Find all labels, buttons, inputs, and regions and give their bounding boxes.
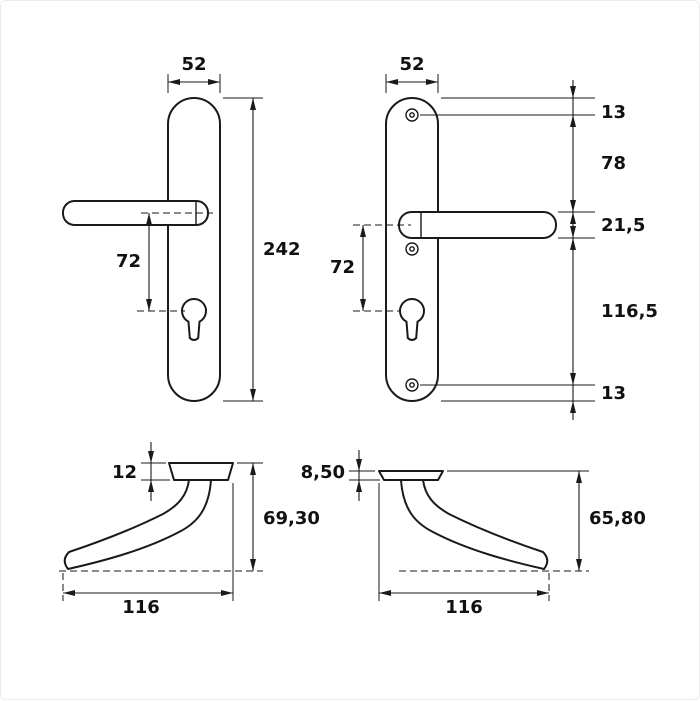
dim-label-13-bottom: 13 [601, 383, 626, 404]
dim-label-116-5: 116,5 [601, 301, 658, 322]
lever-profile-right [400, 479, 549, 570]
dim-label-78: 78 [601, 153, 626, 174]
front-view-left: 72 52 242 [62, 54, 301, 402]
dim-label-width-right: 52 [399, 54, 424, 75]
dim-label-width-left: 52 [181, 54, 206, 75]
dim-label-13-top: 13 [601, 102, 626, 123]
screw-middle [405, 242, 419, 256]
side-view-left: 12 69,30 116 [59, 442, 320, 618]
screw-top [405, 108, 419, 122]
rose-flange-left [168, 462, 234, 481]
euro-cylinder-keyhole-right [399, 298, 425, 341]
front-view-right: 72 52 13 78 21,5 116,5 13 [330, 54, 658, 420]
screw-middle-center [409, 246, 415, 252]
dim-label-8-50: 8,50 [301, 462, 345, 483]
backplate-left [167, 97, 221, 402]
backplate-right [385, 97, 439, 402]
dim-label-72-left: 72 [116, 251, 141, 272]
dim-label-72-right: 72 [330, 257, 355, 278]
lever-profile-left [63, 479, 212, 570]
dim-label-65-80: 65,80 [589, 508, 646, 529]
euro-cylinder-keyhole-left [181, 298, 207, 341]
side-view-right: 8,50 65,80 116 [301, 450, 646, 618]
screw-top-center [409, 112, 415, 118]
dim-label-12: 12 [112, 462, 137, 483]
screw-bottom [405, 378, 419, 392]
rose-flange-right [378, 470, 444, 481]
screw-bottom-center [409, 382, 415, 388]
lever-handle-right [398, 211, 557, 239]
dim-label-242: 242 [263, 239, 301, 260]
dim-label-21-5: 21,5 [601, 215, 645, 236]
dim-label-69-30: 69,30 [263, 508, 320, 529]
dim-label-116-right: 116 [445, 597, 483, 618]
dim-label-116-left: 116 [122, 597, 160, 618]
